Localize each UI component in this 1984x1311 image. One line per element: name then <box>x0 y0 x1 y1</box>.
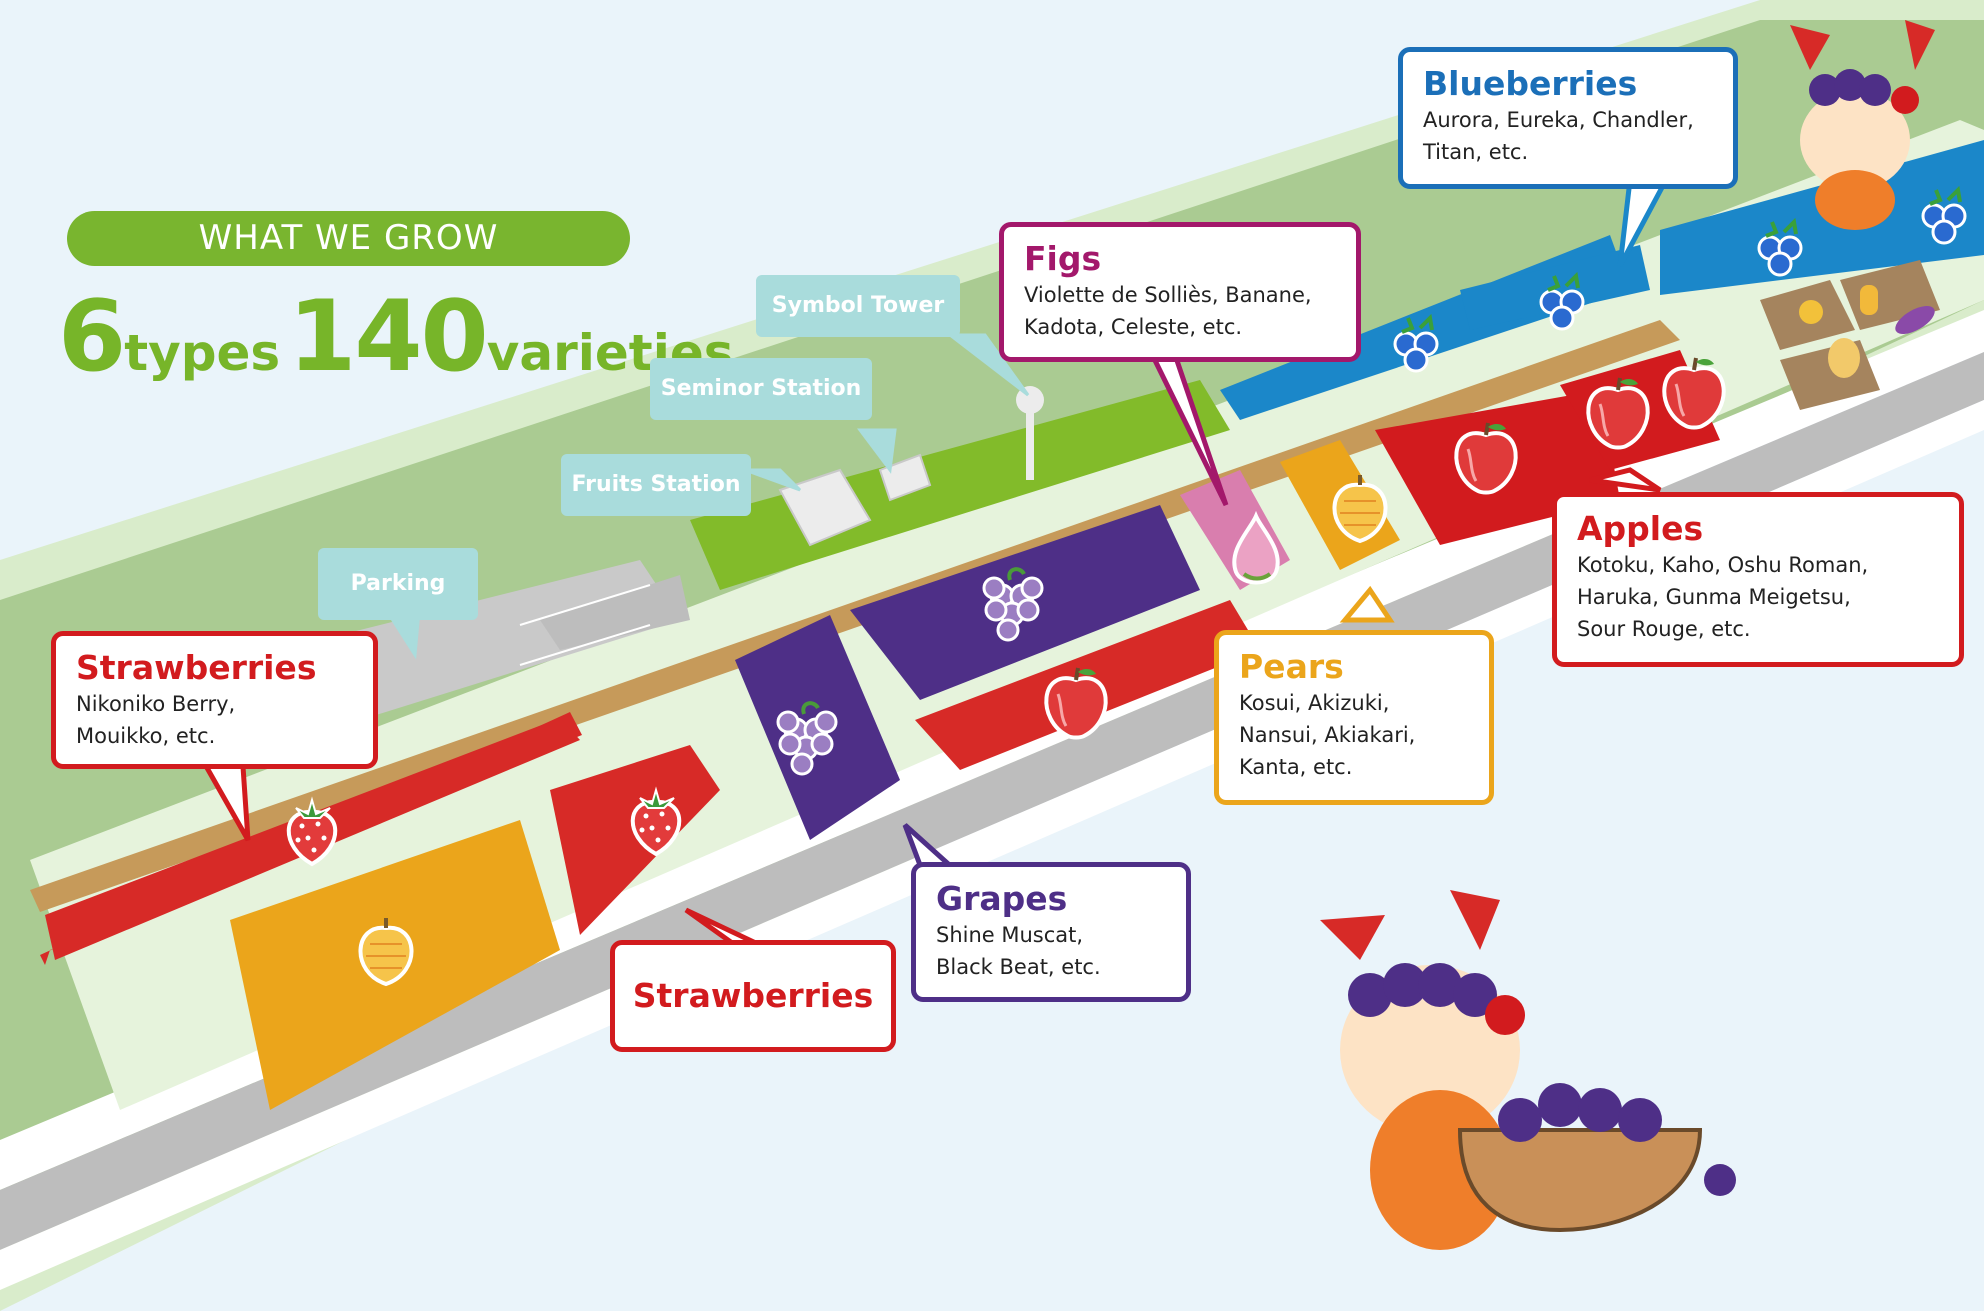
symbol-tower-label: Symbol Tower <box>756 275 960 337</box>
fruits-station-label: Fruits Station <box>561 454 751 516</box>
parking-label: Parking <box>318 548 478 620</box>
callout-varieties: Kotoku, Kaho, Oshu Roman, Haruka, Gunma … <box>1577 553 1869 641</box>
callout-title: Apples <box>1577 509 1704 548</box>
parking-lot <box>320 560 680 720</box>
seminor-station-label: Seminor Station <box>650 358 872 420</box>
mascot-large <box>1320 890 1736 1250</box>
callout-blueberries: Blueberries Aurora, Eureka, Chandler, Ti… <box>1398 47 1738 189</box>
pineapple-icon <box>1828 338 1860 378</box>
field-blueberry-right <box>1660 140 1984 295</box>
flower-icon <box>1799 300 1823 324</box>
callout-apples: Apples Kotoku, Kaho, Oshu Roman, Haruka,… <box>1552 492 1964 667</box>
callout-varieties: Nikoniko Berry, Mouikko, etc. <box>76 692 236 748</box>
types-count: 6 <box>58 280 126 394</box>
varieties-count: 140 <box>288 280 489 394</box>
mascot-small <box>1790 20 1935 230</box>
callout-figs: Figs Violette de Solliès, Banane, Kadota… <box>999 222 1361 362</box>
sweet-potato-icon <box>1895 306 1935 334</box>
callout-varieties: Violette de Solliès, Banane, Kadota, Cel… <box>1024 283 1312 339</box>
callout-title: Pears <box>1239 647 1344 686</box>
types-label: types <box>124 324 281 382</box>
callout-strawberries-left: Strawberries Nikoniko Berry, Mouikko, et… <box>51 631 378 769</box>
callout-grapes: Grapes Shine Muscat, Black Beat, etc. <box>911 862 1191 1002</box>
callout-varieties: Aurora, Eureka, Chandler, Titan, etc. <box>1423 108 1694 164</box>
what-we-grow-banner: WHAT WE GROW <box>67 211 630 266</box>
summary-stats: 6types140varieties <box>58 280 742 394</box>
callout-title: Strawberries <box>76 648 317 687</box>
callout-strawberries-center: Strawberries <box>610 940 896 1052</box>
callout-title: Figs <box>1024 239 1102 278</box>
callout-title: Strawberries <box>632 976 874 1015</box>
callout-title: Blueberries <box>1423 64 1638 103</box>
field-strawberry-center <box>550 745 720 935</box>
callout-title: Grapes <box>936 879 1068 918</box>
callout-varieties: Kosui, Akizuki, Nansui, Akiakari, Kanta,… <box>1239 691 1416 779</box>
callout-pears: Pears Kosui, Akizuki, Nansui, Akiakari, … <box>1214 630 1494 805</box>
callout-varieties: Shine Muscat, Black Beat, etc. <box>936 923 1101 979</box>
corn-icon <box>1860 285 1878 315</box>
